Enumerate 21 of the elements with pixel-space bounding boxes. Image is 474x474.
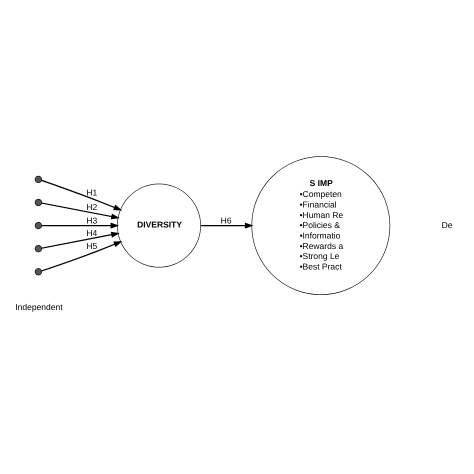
edge-label: H4 — [86, 228, 98, 238]
node-circle — [34, 244, 42, 252]
node-circle: S IMP •Competen •Financial •Human Re •Policies & •Informatio •Rewards a •Strong Le •Best Pract — [251, 156, 390, 294]
edge-label: H2 — [86, 201, 98, 212]
edge-label: H6 — [220, 214, 232, 225]
edge-label: H1 — [86, 186, 98, 197]
node-circle — [34, 175, 42, 183]
edge-label: H5 — [86, 240, 98, 250]
node-circle: DIVERSITY — [117, 183, 201, 268]
arrow — [200, 222, 254, 228]
arrow — [42, 240, 122, 271]
edge-label: H3 — [86, 214, 98, 225]
arrow — [42, 179, 122, 210]
arrow — [42, 231, 120, 248]
label: Independent — [15, 301, 63, 312]
arrow — [42, 222, 120, 228]
node-circle — [34, 268, 42, 275]
arrow — [42, 202, 120, 219]
node-circle — [34, 198, 42, 206]
node-circle — [34, 221, 42, 229]
label: De — [442, 219, 453, 230]
